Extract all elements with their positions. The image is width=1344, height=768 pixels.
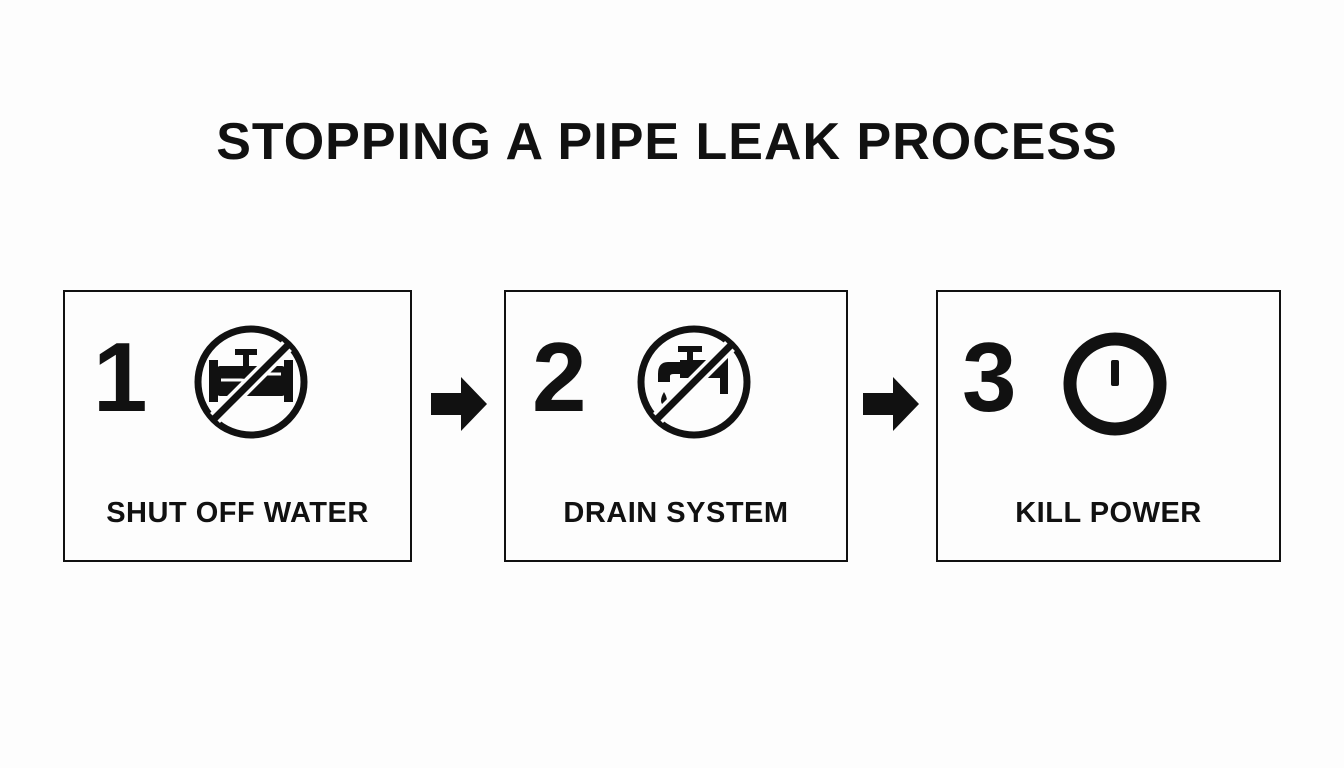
- no-water-pipe-icon: [194, 325, 308, 439]
- step-label: KILL POWER: [1015, 497, 1202, 529]
- power-icon: [1063, 332, 1167, 436]
- right-arrow-icon: [863, 377, 919, 431]
- step-card-drain-system: 2 DRAIN SYSTEM: [504, 290, 848, 562]
- step-label: DRAIN SYSTEM: [563, 497, 789, 529]
- page-title: STOPPING A PIPE LEAK PROCESS: [216, 113, 1118, 171]
- right-arrow-icon: [431, 377, 487, 431]
- step-number: 2: [532, 322, 587, 432]
- step-number: 1: [93, 322, 148, 432]
- no-faucet-drip-icon: [637, 325, 751, 439]
- step-card-shut-off-water: 1 SHUT OFF WATER: [63, 290, 412, 562]
- step-label: SHUT OFF WATER: [106, 497, 369, 529]
- step-number: 3: [962, 322, 1017, 432]
- step-card-kill-power: 3 KILL POWER: [936, 290, 1281, 562]
